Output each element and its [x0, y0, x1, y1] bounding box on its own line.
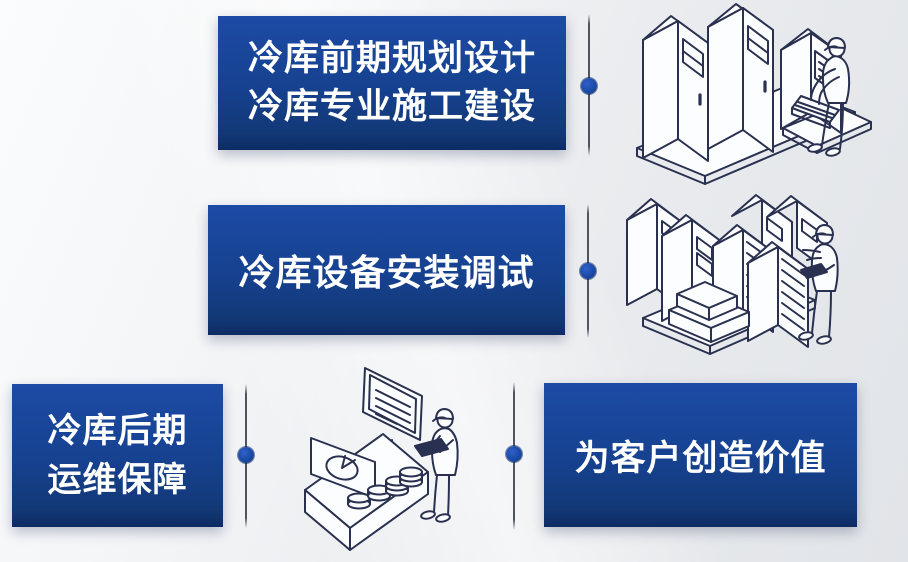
equipment-racks-inspection-illustration [626, 194, 839, 355]
tablet-icon [414, 438, 449, 457]
step-text-line: 冷库后期 [47, 412, 188, 451]
step-box-maintenance-support: 冷库后期 运维保障 [12, 384, 223, 527]
front-rack-pair [712, 224, 809, 348]
stacked-crates [668, 281, 750, 343]
connector-dot-1 [581, 78, 597, 94]
tablet-icon [800, 263, 828, 279]
step-box-installation-debug: 冷库设备安装调试 [208, 205, 565, 335]
coin-stacks [347, 466, 423, 510]
step-text-line: 冷库前期规划设计 [247, 38, 536, 78]
step-text-line: 为客户创造价值 [574, 438, 827, 478]
step-text-line: 运维保障 [47, 460, 188, 499]
worker-inspector [798, 224, 839, 345]
control-cabinet-console-operator-illustration [636, 3, 872, 185]
connector-dot-2 [580, 263, 596, 279]
step-text-line: 冷库设备安装调试 [238, 252, 535, 293]
pie-chart-board [310, 437, 376, 499]
connector-dot-3 [238, 447, 254, 463]
monitoring-analytics-worker-illustration [304, 367, 459, 551]
step-text-line: 冷库专业施工建设 [247, 87, 536, 126]
cabinet-back [707, 3, 774, 153]
connector-dot-4 [506, 446, 522, 462]
step-box-customer-value: 为客户创造价值 [544, 383, 857, 527]
cabinet-front [642, 15, 709, 162]
step-box-planning-design: 冷库前期规划设计 冷库专业施工建设 [218, 16, 566, 150]
worker-operator [807, 37, 851, 157]
worker-analyst [414, 408, 459, 523]
